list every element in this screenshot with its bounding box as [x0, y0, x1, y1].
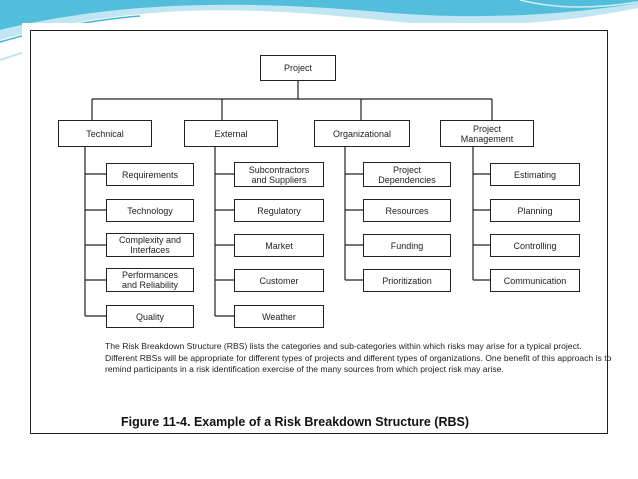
category-project-management: Project Management — [440, 120, 534, 147]
item-regulatory: Regulatory — [234, 199, 324, 222]
figure-frame — [30, 30, 608, 434]
rbs-figure: Project Technical External Organizationa… — [22, 23, 616, 442]
category-external: External — [184, 120, 278, 147]
category-organizational: Organizational — [314, 120, 410, 147]
rbs-root-node: Project — [260, 55, 336, 81]
item-performances-reliability: Performances and Reliability — [106, 268, 194, 292]
figure-caption-text: The Risk Breakdown Structure (RBS) lists… — [105, 341, 612, 375]
item-resources: Resources — [363, 199, 451, 222]
item-prioritization: Prioritization — [363, 269, 451, 292]
item-project-dependencies: Project Dependencies — [363, 162, 451, 187]
item-complexity-interfaces: Complexity and Interfaces — [106, 233, 194, 257]
item-requirements: Requirements — [106, 163, 194, 186]
figure-title: Figure 11-4. Example of a Risk Breakdown… — [121, 415, 470, 429]
category-technical: Technical — [58, 120, 152, 147]
item-technology: Technology — [106, 199, 194, 222]
item-quality: Quality — [106, 305, 194, 328]
connector-lines — [84, 81, 493, 317]
item-subcontractors-suppliers: Subcontractors and Suppliers — [234, 162, 324, 187]
item-planning: Planning — [490, 199, 580, 222]
item-controlling: Controlling — [490, 234, 580, 257]
item-funding: Funding — [363, 234, 451, 257]
item-estimating: Estimating — [490, 163, 580, 186]
item-customer: Customer — [234, 269, 324, 292]
item-market: Market — [234, 234, 324, 257]
item-communication: Communication — [490, 269, 580, 292]
item-weather: Weather — [234, 305, 324, 328]
